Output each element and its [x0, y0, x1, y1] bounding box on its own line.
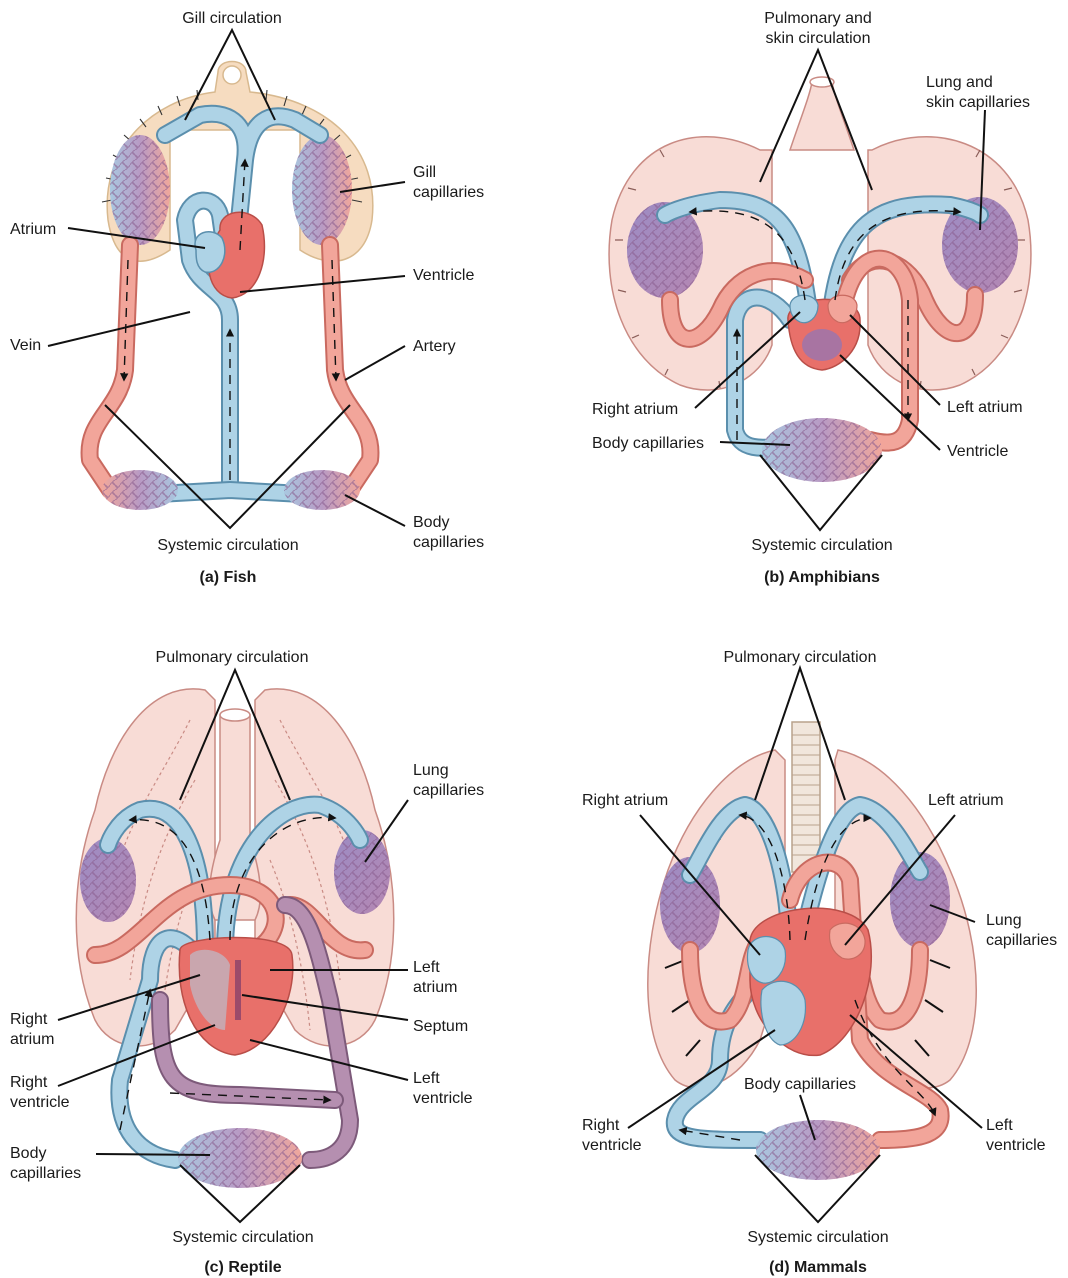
- panel-reptile: Pulmonary circulation Lung capillaries L…: [10, 649, 484, 1276]
- label-lung-skin-capillaries-line1: Lung and: [926, 74, 993, 91]
- label-right-ventricle-line1: Right: [10, 1074, 48, 1091]
- label-gill-capillaries-line1: Gill: [413, 164, 436, 181]
- label-right-atrium: Right atrium: [592, 401, 678, 418]
- label-left-ventricle-line2: ventricle: [413, 1090, 473, 1107]
- label-vein: Vein: [10, 337, 41, 354]
- label-right-atrium-line2: atrium: [10, 1031, 54, 1048]
- label-body-capillaries-line1: Body: [413, 514, 449, 531]
- label-ventricle: Ventricle: [413, 267, 474, 284]
- fish-atrium: [195, 232, 225, 273]
- label-pulmonary-skin-line1: Pulmonary and: [764, 10, 872, 27]
- label-gill-circulation: Gill circulation: [182, 10, 282, 27]
- caption-fish: (a) Fish: [200, 569, 257, 586]
- label-left-ventricle-line2: ventricle: [986, 1137, 1046, 1154]
- label-body-capillaries-line2: capillaries: [10, 1165, 81, 1182]
- label-pulmonary-skin-line2: skin circulation: [766, 30, 871, 47]
- label-lung-capillaries-line2: capillaries: [413, 782, 484, 799]
- label-systemic-circulation: Systemic circulation: [172, 1229, 313, 1246]
- label-right-ventricle-line2: ventricle: [10, 1094, 70, 1111]
- label-right-ventricle-line2: ventricle: [582, 1137, 642, 1154]
- label-right-atrium-line1: Right: [10, 1011, 48, 1028]
- label-ventricle: Ventricle: [947, 443, 1008, 460]
- panel-amphibians: Pulmonary and skin circulation Lung and …: [592, 10, 1031, 586]
- label-atrium: Atrium: [10, 221, 56, 238]
- label-body-capillaries: Body capillaries: [592, 435, 704, 452]
- label-body-capillaries: Body capillaries: [744, 1076, 856, 1093]
- label-systemic-circulation: Systemic circulation: [747, 1229, 888, 1246]
- label-body-capillaries-line1: Body: [10, 1145, 46, 1162]
- leader-body-capillaries: [345, 495, 405, 526]
- label-left-atrium: Left atrium: [928, 792, 1004, 809]
- caption-mammals: (d) Mammals: [769, 1259, 867, 1276]
- label-left-atrium-line1: Left: [413, 959, 440, 976]
- label-gill-capillaries-line2: capillaries: [413, 184, 484, 201]
- label-systemic-circulation: Systemic circulation: [157, 537, 298, 554]
- leader-body-capillaries: [96, 1154, 210, 1155]
- label-lung-skin-capillaries-line2: skin capillaries: [926, 94, 1030, 111]
- label-artery: Artery: [413, 338, 456, 355]
- label-right-ventricle-line1: Right: [582, 1117, 620, 1134]
- label-systemic-circulation: Systemic circulation: [751, 537, 892, 554]
- label-lung-capillaries-line1: Lung: [986, 912, 1022, 929]
- panel-mammals: Pulmonary circulation Right atrium Left …: [582, 649, 1057, 1276]
- label-left-ventricle-line1: Left: [413, 1070, 440, 1087]
- label-septum: Septum: [413, 1018, 468, 1035]
- label-left-atrium-line2: atrium: [413, 979, 457, 996]
- label-left-atrium: Left atrium: [947, 399, 1023, 416]
- label-lung-capillaries-line1: Lung: [413, 762, 449, 779]
- caption-amphibians: (b) Amphibians: [764, 569, 880, 586]
- label-lung-capillaries-line2: capillaries: [986, 932, 1057, 949]
- label-pulmonary-circulation: Pulmonary circulation: [156, 649, 309, 666]
- label-pulmonary-circulation: Pulmonary circulation: [724, 649, 877, 666]
- caption-reptile: (c) Reptile: [204, 1259, 281, 1276]
- label-body-capillaries-line2: capillaries: [413, 534, 484, 551]
- label-left-ventricle-line1: Left: [986, 1117, 1013, 1134]
- label-right-atrium: Right atrium: [582, 792, 668, 809]
- panel-fish: Gill circulation Gill capillaries Atrium…: [10, 10, 484, 586]
- leader-artery: [345, 346, 405, 380]
